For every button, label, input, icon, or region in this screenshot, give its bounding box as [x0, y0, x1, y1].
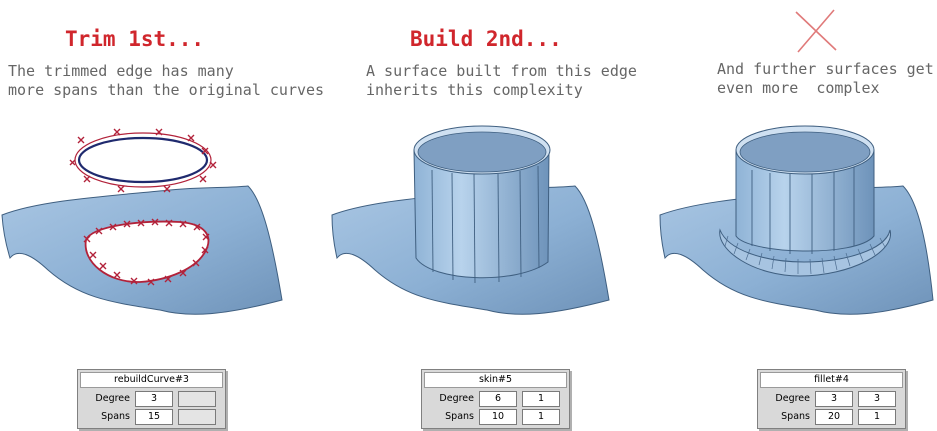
degree-u-field[interactable]: 3: [815, 391, 853, 407]
degree-label: Degree: [95, 393, 130, 404]
degree-v-field[interactable]: 1: [522, 391, 560, 407]
panel-caption-line-1: A surface built from this edge: [366, 62, 637, 80]
attribute-panel-title: fillet#4: [760, 372, 903, 388]
spans-u-field[interactable]: 10: [479, 409, 517, 425]
panel-build: Build 2nd... A surface built from this e…: [312, 0, 637, 431]
skin-cylinder: [413, 149, 550, 279]
panel-fillet: And further surfaces get even more compl…: [624, 0, 936, 431]
attribute-panel-title: skin#5: [424, 372, 567, 388]
degree-u-field[interactable]: 6: [479, 391, 517, 407]
panel-caption-line-2: more spans than the original curves: [8, 81, 325, 99]
build-illustration: [331, 125, 610, 315]
skin-isoparms: [431, 165, 540, 284]
hole-span-markers: [83, 218, 210, 286]
degree-label: Degree: [775, 393, 810, 404]
degree-v-field[interactable]: 3: [858, 391, 896, 407]
attribute-panel-rebuildcurve: rebuildCurve#3 Degree 3 Spans 15: [77, 369, 226, 429]
panel-caption-line-2: inherits this complexity: [366, 81, 583, 99]
fillet-isoparms: [724, 235, 886, 275]
spans-v-field[interactable]: [178, 409, 216, 425]
skin-cylinder-inner: [417, 131, 547, 173]
spans-label: Spans: [101, 411, 130, 422]
degree-u-field[interactable]: 3: [135, 391, 173, 407]
fillet-cylinder: [735, 149, 875, 252]
spans-u-field[interactable]: 15: [135, 409, 173, 425]
degree-label: Degree: [439, 393, 474, 404]
fillet-illustration: [659, 125, 934, 315]
trim-hole: [84, 220, 210, 283]
panel-caption-line-1: The trimmed edge has many: [8, 62, 234, 80]
attribute-panel-title: rebuildCurve#3: [80, 372, 223, 388]
spans-v-field[interactable]: 1: [858, 409, 896, 425]
original-curve-outer: [74, 132, 212, 188]
panel-caption-line-1: And further surfaces get: [717, 60, 934, 78]
degree-v-field[interactable]: [178, 391, 216, 407]
panel-heading: Build 2nd...: [410, 27, 562, 51]
panel-trim: Trim 1st... The trimmed edge has many mo…: [0, 0, 324, 431]
fillet-band: [719, 228, 891, 277]
attribute-panel-skin: skin#5 Degree 6 1 Spans 10 1: [421, 369, 570, 429]
spans-u-field[interactable]: 20: [815, 409, 853, 425]
trim-illustration: [1, 128, 283, 315]
panel-heading: Trim 1st...: [65, 27, 205, 51]
panel-caption-line-2: even more complex: [717, 79, 880, 97]
attribute-panel-fillet: fillet#4 Degree 3 3 Spans 20 1: [757, 369, 906, 429]
fillet-cylinder-isoparms: [751, 167, 855, 254]
spans-v-field[interactable]: 1: [522, 409, 560, 425]
fillet-cylinder-inner: [739, 131, 871, 173]
spans-label: Spans: [781, 411, 810, 422]
curve-cv-markers: [69, 128, 217, 193]
spans-label: Spans: [445, 411, 474, 422]
cross-mark-icon: [795, 9, 837, 53]
original-curve-inner: [77, 136, 209, 184]
